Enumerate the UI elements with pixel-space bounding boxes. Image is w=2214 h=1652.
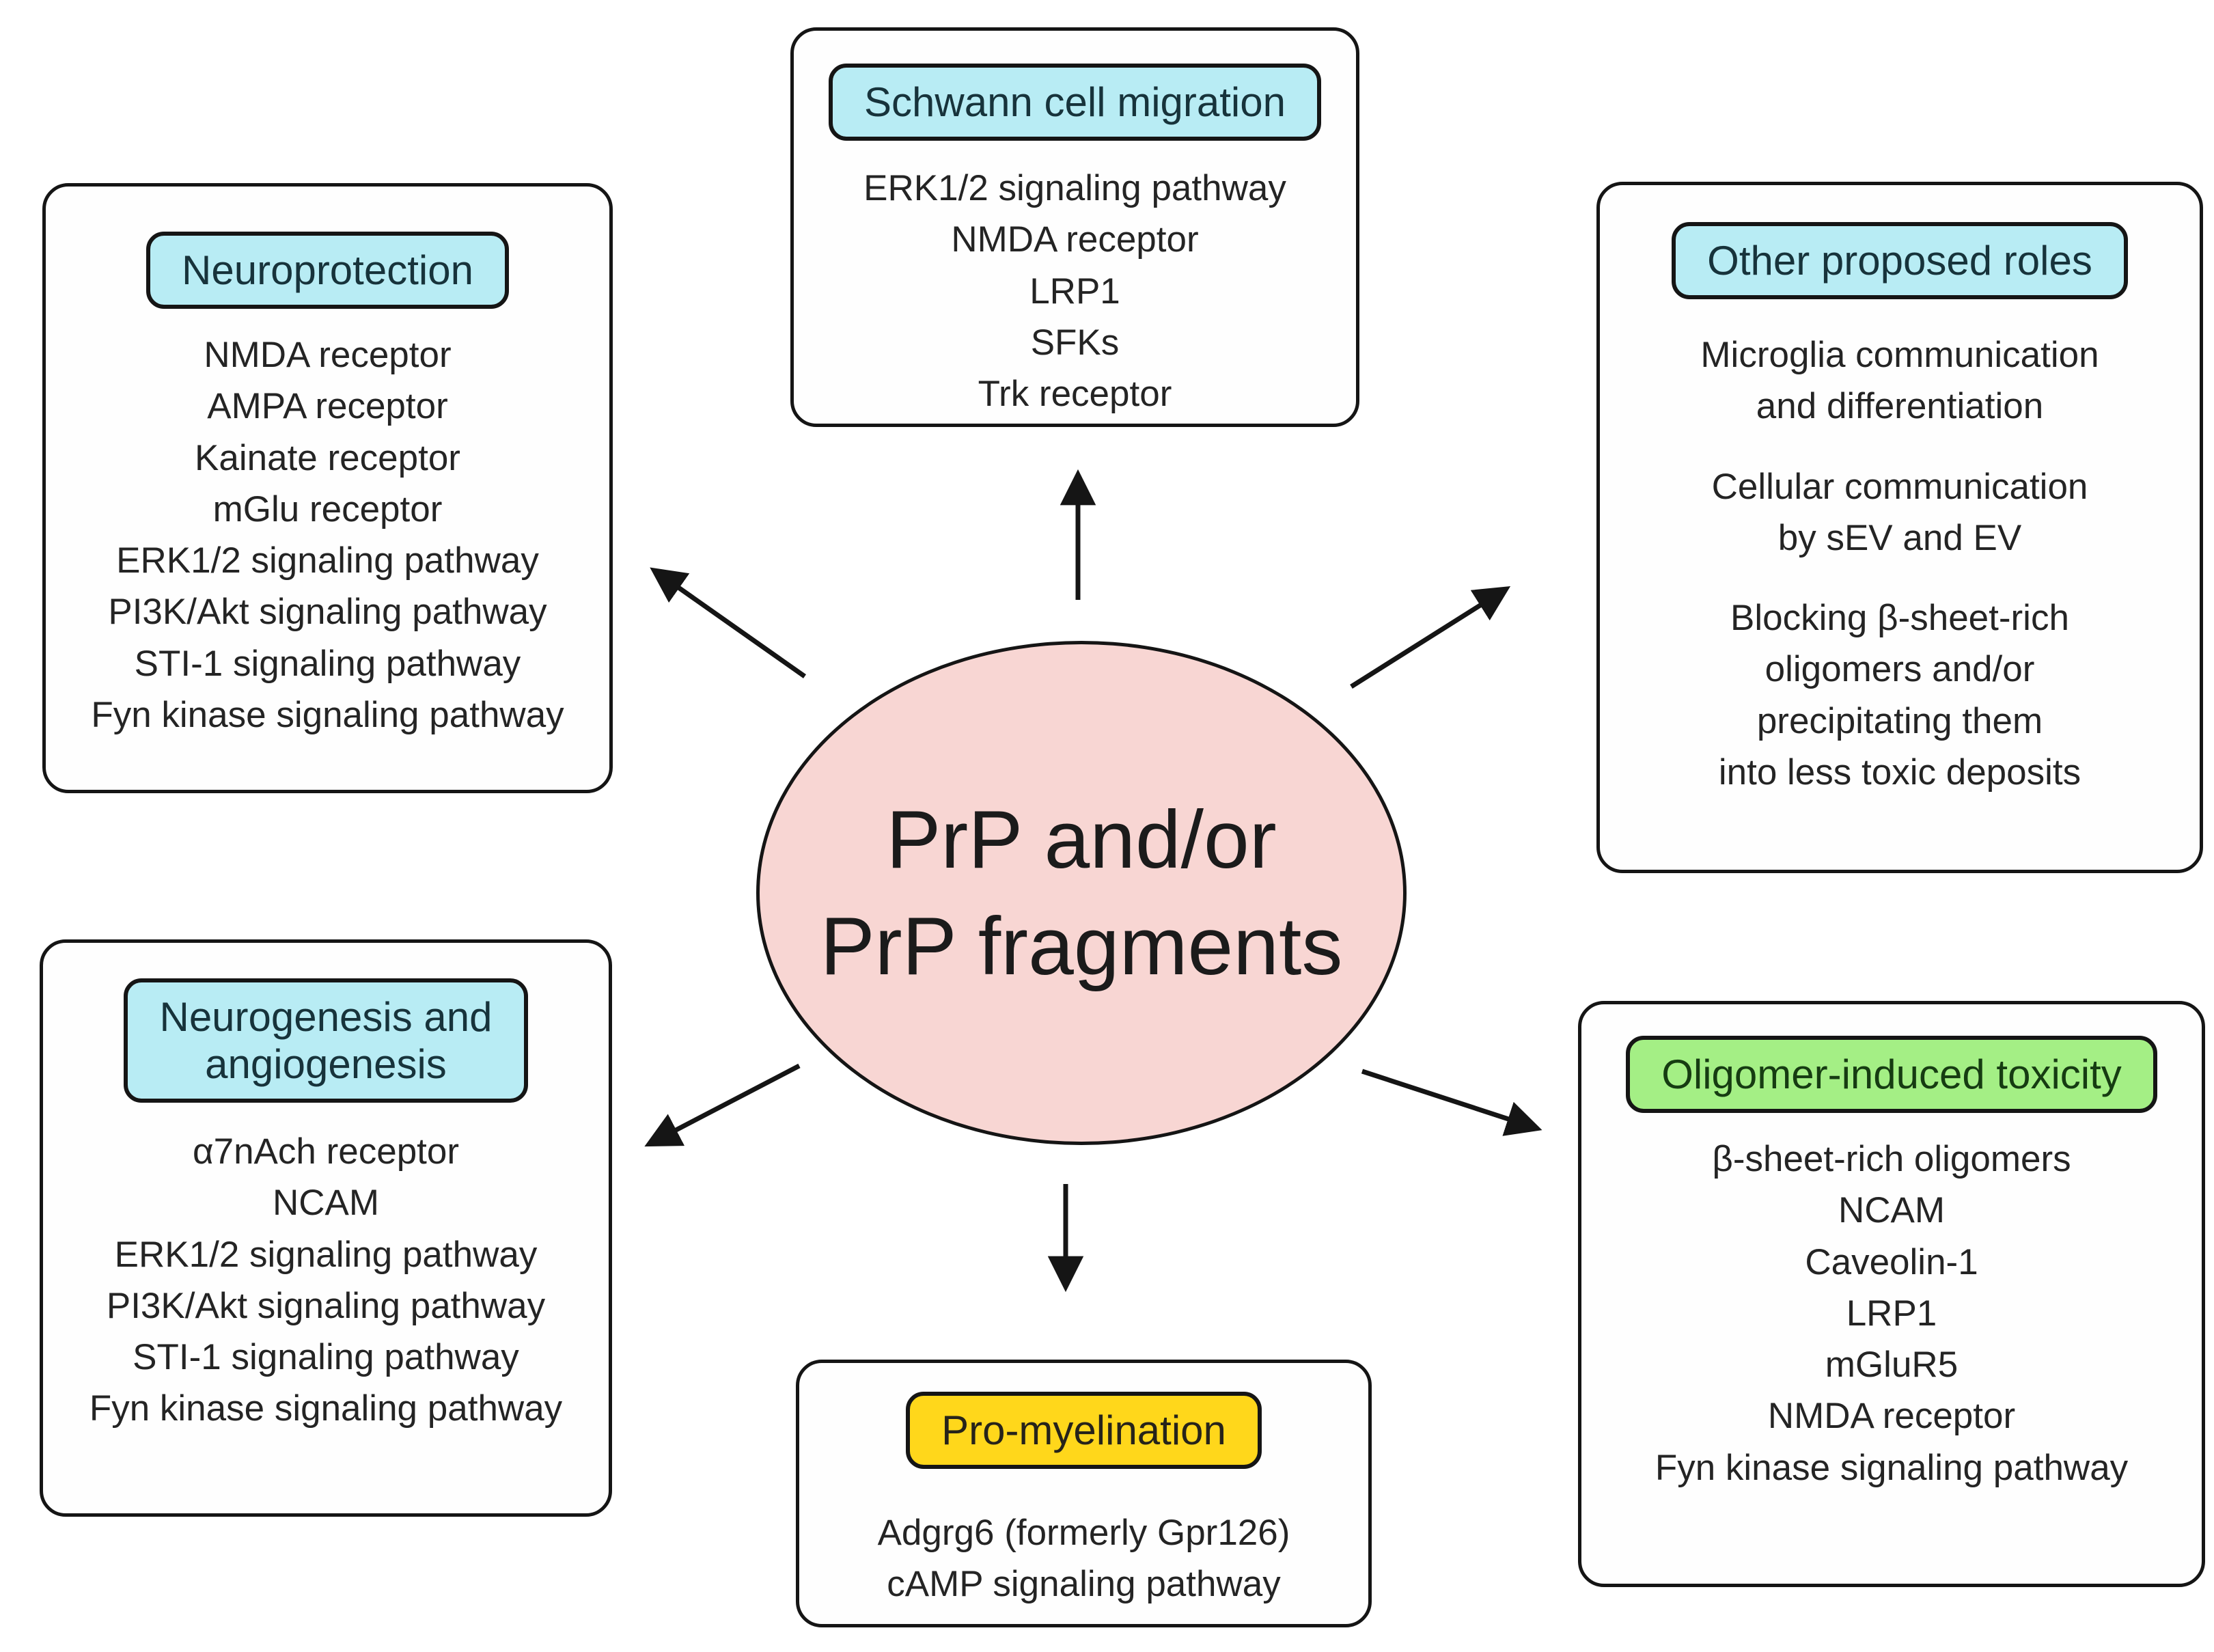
- arrow-up-left-icon: [650, 567, 807, 678]
- list-item: Caveolin-1: [1805, 1241, 1978, 1282]
- list-item: ERK1/2 signaling pathway: [114, 1234, 538, 1275]
- list-item: NMDA receptor: [1767, 1396, 2016, 1437]
- panel-items-schwann-cell-migration: ERK1/2 signaling pathway NMDA receptor L…: [863, 163, 1286, 419]
- center-ellipse-prp: PrP and/or PrP fragments: [756, 641, 1407, 1145]
- panel-header-schwann-cell-migration: Schwann cell migration: [829, 64, 1321, 141]
- list-item: Fyn kinase signaling pathway: [91, 694, 564, 735]
- panel-header-oligomer-induced-toxicity: Oligomer-induced toxicity: [1626, 1036, 2157, 1113]
- panel-header-neurogenesis-and-angiogenesis: Neurogenesis and angiogenesis: [124, 978, 528, 1103]
- list-item: mGlu receptor: [212, 488, 443, 529]
- arrow-up-right-icon: [1350, 586, 1511, 689]
- arrow-down-right-icon: [1361, 1069, 1542, 1136]
- list-item: STI-1 signaling pathway: [134, 643, 521, 684]
- list-item: Cellular communication by sEV and EV: [1711, 466, 2088, 558]
- list-item: NMDA receptor: [204, 335, 452, 375]
- list-item: mGluR5: [1825, 1345, 1959, 1385]
- panel-items-neurogenesis-and-angiogenesis: α7nAch receptor NCAM ERK1/2 signaling pa…: [89, 1126, 562, 1435]
- panel-items-other-proposed-roles: Microglia communication and differentiat…: [1700, 329, 2099, 798]
- list-item: Blocking β-sheet-rich oligomers and/or p…: [1718, 598, 2081, 793]
- list-item: α7nAch receptor: [192, 1131, 460, 1172]
- panel-neuroprotection: Neuroprotection NMDA receptor AMPA recep…: [42, 183, 613, 793]
- panel-items-oligomer-induced-toxicity: β-sheet-rich oligomers NCAM Caveolin-1 L…: [1655, 1133, 2128, 1493]
- panel-schwann-cell-migration: Schwann cell migration ERK1/2 signaling …: [790, 27, 1359, 427]
- list-item: AMPA receptor: [207, 386, 448, 427]
- list-item: NCAM: [272, 1183, 380, 1224]
- panel-header-pro-myelination: Pro-myelination: [906, 1392, 1262, 1469]
- list-item: Fyn kinase signaling pathway: [1655, 1447, 2129, 1488]
- list-item: STI-1 signaling pathway: [133, 1337, 519, 1377]
- panel-header-other-proposed-roles: Other proposed roles: [1672, 222, 2128, 299]
- list-item: PI3K/Akt signaling pathway: [106, 1285, 546, 1326]
- list-item: LRP1: [1846, 1293, 1937, 1334]
- list-item: NMDA receptor: [951, 219, 1199, 260]
- panel-items-neuroprotection: NMDA receptor AMPA receptor Kainate rece…: [91, 329, 564, 741]
- panel-header-neuroprotection: Neuroprotection: [146, 232, 509, 309]
- panel-neurogenesis-and-angiogenesis: Neurogenesis and angiogenesis α7nAch rec…: [40, 939, 612, 1517]
- list-item: ERK1/2 signaling pathway: [863, 168, 1286, 208]
- arrow-down-left-icon: [644, 1063, 801, 1147]
- list-item: Fyn kinase signaling pathway: [89, 1388, 563, 1429]
- list-item: ERK1/2 signaling pathway: [116, 540, 539, 581]
- list-item: Microglia communication and differentiat…: [1700, 335, 2099, 427]
- list-item: SFKs: [1030, 322, 1120, 363]
- panel-items-pro-myelination: Adgrg6 (formerly Gpr126) cAMP signaling …: [878, 1507, 1290, 1610]
- list-item: cAMP signaling pathway: [887, 1564, 1281, 1605]
- panel-pro-myelination: Pro-myelination Adgrg6 (formerly Gpr126)…: [796, 1360, 1372, 1627]
- list-item: PI3K/Akt signaling pathway: [108, 592, 547, 633]
- list-item: β-sheet-rich oligomers: [1712, 1139, 2071, 1179]
- list-item: LRP1: [1029, 271, 1120, 312]
- list-item: Adgrg6 (formerly Gpr126): [877, 1513, 1290, 1553]
- panel-oligomer-induced-toxicity: Oligomer-induced toxicity β-sheet-rich o…: [1578, 1001, 2205, 1587]
- list-item: Trk receptor: [978, 374, 1172, 414]
- list-item: NCAM: [1838, 1190, 1946, 1231]
- center-ellipse-label: PrP and/or PrP fragments: [820, 794, 1343, 992]
- list-item: Kainate receptor: [195, 437, 460, 478]
- panel-other-proposed-roles: Other proposed roles Microglia communica…: [1596, 182, 2203, 873]
